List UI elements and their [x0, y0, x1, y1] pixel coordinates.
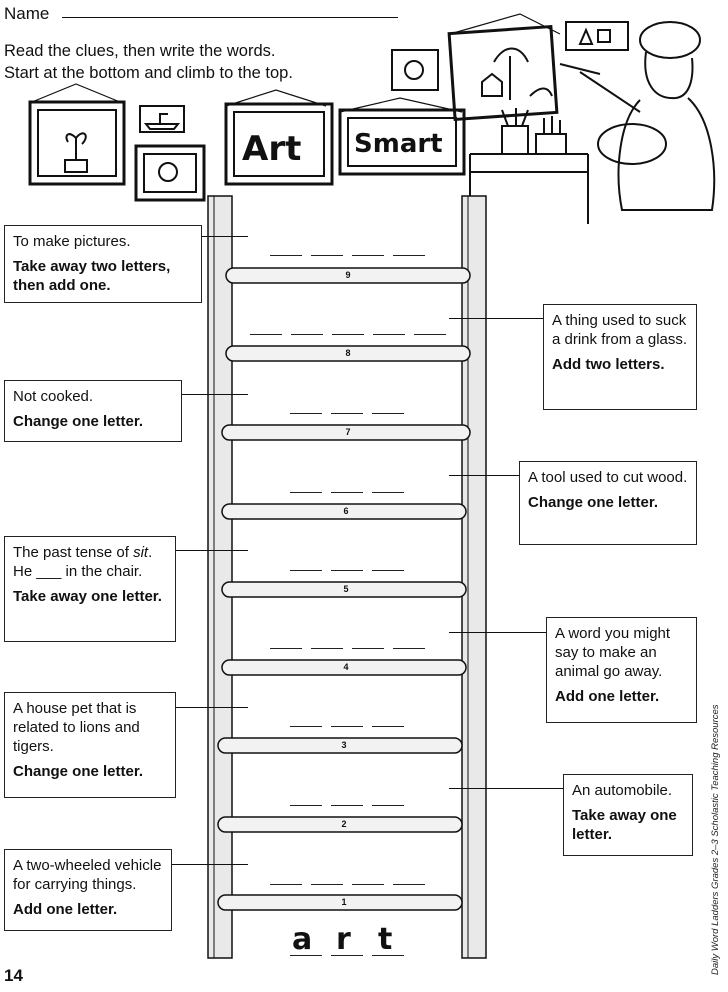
page-number: 14 — [4, 966, 23, 985]
answer-blanks-8[interactable] — [250, 334, 446, 335]
smart-title: Smart — [354, 129, 443, 159]
clue-instruction: Take away one letter. — [13, 588, 162, 605]
clue-box-4: A word you might say to make an animal g… — [546, 617, 697, 723]
clue-connector — [449, 475, 519, 476]
instruction-line-1: Read the clues, then write the words. — [4, 42, 276, 60]
answer-blanks-2[interactable] — [290, 805, 404, 806]
name-label: Name — [4, 4, 50, 23]
answer-blanks-4[interactable] — [270, 648, 425, 649]
clue-text: An automobile. — [572, 782, 673, 799]
rung-number: 4 — [343, 662, 349, 672]
clue-instruction: Change one letter. — [528, 494, 659, 511]
answer-blanks-3[interactable] — [290, 726, 404, 727]
clue-text: . — [148, 544, 153, 561]
art-gallery-illustration: Art Smart — [28, 13, 716, 224]
publisher-credit: Daily Word Ladders Grades 2–3 Scholastic… — [710, 704, 721, 975]
clue-box-9: To make pictures. Take away two letters,… — [4, 225, 202, 303]
clue-box-7: Not cooked. Change one letter. — [4, 380, 182, 442]
rung-number: 1 — [341, 897, 347, 907]
start-letter-3: t — [378, 922, 393, 957]
clue-box-8: A thing used to suck a drink from a glas… — [543, 304, 697, 410]
rung-number: 2 — [341, 819, 347, 829]
clue-instruction: Change one letter. — [13, 763, 144, 780]
rung-number: 6 — [343, 506, 349, 516]
clue-instruction: Change one letter. — [13, 413, 144, 430]
clue-instruction: Add two letters. — [552, 356, 665, 373]
rung-number: 3 — [341, 740, 347, 750]
clue-text: To make pictures. — [13, 233, 131, 250]
clue-connector — [449, 632, 546, 633]
answer-blanks-1[interactable] — [270, 884, 425, 885]
clue-text: A tool used to cut wood. — [528, 469, 688, 486]
clue-text: A thing used to suck a drink from a glas… — [552, 312, 688, 348]
clue-box-1: A two-wheeled vehicle for carrying thing… — [4, 849, 172, 931]
rung-number: 9 — [345, 270, 351, 280]
clue-box-5: The past tense of sit. He ___ in the cha… — [4, 536, 176, 642]
clue-connector — [172, 864, 248, 865]
answer-blanks-9[interactable] — [270, 255, 425, 256]
clue-box-3: A house pet that is related to lions and… — [4, 692, 176, 798]
answer-blanks-6[interactable] — [290, 492, 404, 493]
clue-connector — [176, 550, 248, 551]
clue-connector — [176, 707, 248, 708]
clue-instruction: Add one letter. — [13, 901, 118, 918]
instruction-line-2: Start at the bottom and climb to the top… — [4, 64, 293, 82]
answer-blanks-7[interactable] — [290, 413, 404, 414]
clue-text: He ___ in the chair. — [13, 563, 143, 580]
name-field[interactable] — [62, 17, 398, 18]
rung-number: 5 — [343, 584, 349, 594]
answer-blanks-5[interactable] — [290, 570, 404, 571]
start-letter-2: r — [336, 922, 351, 957]
clue-text: Not cooked. — [13, 388, 94, 405]
clue-box-6: A tool used to cut wood. Change one lett… — [519, 461, 697, 545]
start-word-underline — [290, 955, 404, 956]
clue-connector — [182, 394, 248, 395]
art-title: Art — [242, 129, 301, 169]
rung-number: 8 — [345, 348, 351, 358]
clue-box-2: An automobile. Take away one letter. — [563, 774, 693, 856]
clue-instruction: Add one letter. — [555, 688, 660, 705]
clue-text: A word you might say to make an animal g… — [555, 625, 671, 680]
clue-text: The past tense of — [13, 544, 134, 561]
clue-connector — [449, 318, 543, 319]
clue-connector — [449, 788, 563, 789]
start-letter-1: a — [292, 922, 313, 957]
clue-text: A house pet that is related to lions and… — [13, 700, 140, 755]
rung-number: 7 — [345, 427, 351, 437]
clue-text: A two-wheeled vehicle for carrying thing… — [13, 857, 162, 893]
clue-connector — [202, 236, 248, 237]
clue-instruction: Take away one letter. — [572, 807, 677, 843]
clue-instruction: Take away two letters, then add one. — [13, 258, 171, 294]
clue-text-italic: sit — [133, 544, 149, 561]
